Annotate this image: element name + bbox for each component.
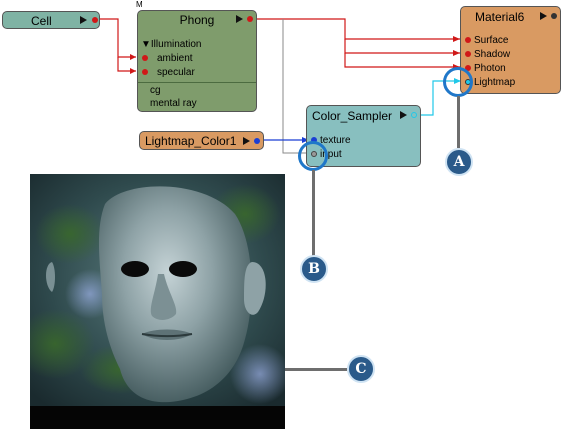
wire-phong-surface <box>256 18 460 40</box>
material-surface-port[interactable] <box>465 37 471 43</box>
color-sampler-title: Color_Sampler <box>312 109 393 123</box>
phong-ambient-label: ambient <box>157 53 193 64</box>
wire-cell-specular <box>117 57 136 72</box>
phong-mentalray-label: mental ray <box>150 98 197 109</box>
wire-gray-input <box>282 19 306 154</box>
callout-c-leader <box>285 368 347 371</box>
color-sampler-texture-label: texture <box>320 135 351 146</box>
collapse-triangle-icon: ▼ <box>141 39 151 50</box>
cell-title: Cell <box>31 14 52 28</box>
callout-b-ring <box>298 141 328 171</box>
material-shadow-port[interactable] <box>465 51 471 57</box>
material-node[interactable]: Material6 Surface Shadow Photon Lightmap <box>460 6 561 94</box>
callout-a-leader <box>457 96 460 148</box>
phong-ambient-port[interactable] <box>142 55 148 61</box>
wire-phong-photon <box>344 53 460 68</box>
phong-output-port[interactable] <box>247 16 253 22</box>
material-shadow-label: Shadow <box>474 49 511 60</box>
phong-group-label: ▼Illumination <box>141 39 202 50</box>
color-sampler-expand-icon[interactable] <box>400 111 407 119</box>
material-title: Material6 <box>475 10 525 24</box>
callout-a-ring <box>443 67 473 97</box>
phong-specular-port[interactable] <box>142 69 148 75</box>
callout-a-badge: A <box>445 148 473 176</box>
lightmap-color-node[interactable]: Lightmap_Color1 <box>139 131 264 150</box>
lightmap-color-title: Lightmap_Color1 <box>145 134 237 148</box>
material-expand-icon[interactable] <box>540 12 547 20</box>
callout-b-leader <box>312 170 315 256</box>
callout-c-badge: C <box>347 355 375 383</box>
cell-output-port[interactable] <box>92 17 98 23</box>
phong-cg-label: cg <box>150 85 161 96</box>
callout-b-badge: B <box>300 255 328 283</box>
color-sampler-input-label: input <box>320 149 342 160</box>
color-sampler-node[interactable]: Color_Sampler texture input <box>306 105 421 167</box>
lightmap-color-expand-icon[interactable] <box>243 137 250 145</box>
material-lightmap-label: Lightmap <box>474 77 516 88</box>
phong-marker: M <box>136 0 143 9</box>
color-sampler-texture-port[interactable] <box>311 137 317 143</box>
wire-phong-shadow <box>344 39 460 54</box>
cell-node[interactable]: Cell <box>2 11 100 29</box>
material-surface-label: Surface <box>474 35 509 46</box>
phong-title: Phong <box>179 13 215 27</box>
phong-divider <box>138 82 256 83</box>
cell-expand-icon[interactable] <box>80 16 87 24</box>
phong-expand-icon[interactable] <box>236 15 243 23</box>
phong-node[interactable]: Phong ▼Illumination ambient specular cg … <box>137 10 257 112</box>
wire-cell-ambient <box>98 18 136 58</box>
phong-specular-label: specular <box>157 67 195 78</box>
material-photon-label: Photon <box>474 63 506 74</box>
material-output-port[interactable] <box>551 13 557 19</box>
material-photon-port[interactable] <box>465 65 471 71</box>
lightmap-color-output-port[interactable] <box>254 138 260 144</box>
render-preview-image <box>30 174 285 429</box>
color-sampler-output-port[interactable] <box>411 112 417 118</box>
